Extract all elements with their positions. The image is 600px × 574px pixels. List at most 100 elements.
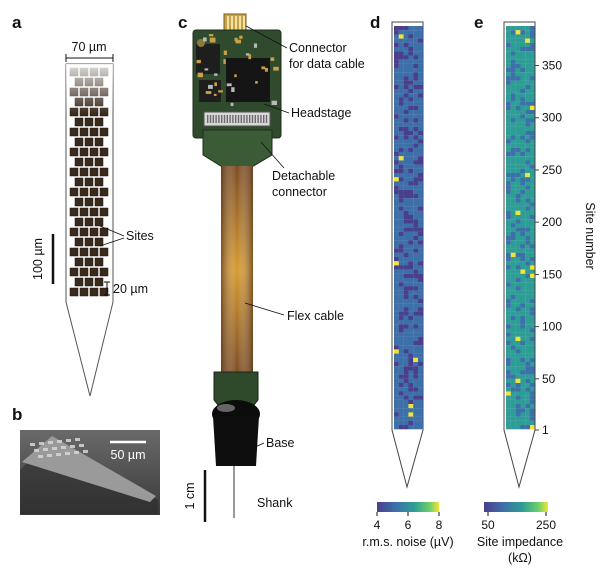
electrode-site (99, 127, 109, 137)
electrode-site (99, 147, 109, 157)
site-tick-0: 1 (542, 423, 549, 437)
detachable-label-2: connector (272, 185, 327, 199)
electrode-site (89, 147, 99, 157)
scale-label-1cm: 1 cm (183, 482, 197, 509)
impedance-colorbar-label-1: Site impedance (477, 535, 563, 549)
electrode-site (69, 227, 79, 237)
electrode-site (84, 217, 94, 227)
chip-main (226, 58, 270, 102)
electrode-site (79, 247, 89, 257)
noise-tick-1: 6 (405, 518, 412, 532)
electrode-site (94, 217, 104, 227)
panel-a: a 70 µm Sites 100 µm 20 µm (12, 13, 154, 397)
electrode-site (99, 267, 109, 277)
width-label: 70 µm (72, 40, 107, 54)
electrode-site (69, 167, 79, 177)
sites-label: Sites (126, 229, 154, 243)
electrode-site (74, 157, 84, 167)
electrode-site (84, 117, 94, 127)
base (213, 416, 259, 466)
connector-label-1: Connector (289, 41, 347, 55)
site-tick-4: 200 (542, 215, 562, 229)
headstage-label: Headstage (291, 106, 352, 120)
noise-map (394, 26, 423, 430)
noise-tick-2: 8 (436, 518, 443, 532)
detachable-label-1: Detachable (272, 169, 335, 183)
electrode-site (79, 147, 89, 157)
electrode-site (84, 277, 94, 287)
electrode-site (99, 167, 109, 177)
shank-label: Shank (257, 496, 293, 510)
electrode-site (99, 207, 109, 217)
electrode-site (69, 147, 79, 157)
flex-cable-label: Flex cable (287, 309, 344, 323)
panel-b: b 50 µm (12, 405, 160, 515)
electrode-site (74, 237, 84, 247)
electrode-site (79, 267, 89, 277)
impedance-tick-0: 50 (481, 518, 495, 532)
impedance-colorbar-label-2: (kΩ) (508, 551, 532, 565)
site-tick-3: 150 (542, 267, 562, 281)
electrode-site (69, 207, 79, 217)
electrode-site (79, 207, 89, 217)
electrode-site (74, 117, 84, 127)
electrode-site (94, 277, 104, 287)
electrode-site (69, 287, 79, 297)
electrode-site (84, 237, 94, 247)
sem-probe (22, 436, 156, 502)
electrode-site (99, 287, 109, 297)
pitch-label: 20 µm (113, 282, 148, 296)
electrode-site (94, 137, 104, 147)
panel-letter-a: a (12, 13, 22, 32)
electrode-site (89, 287, 99, 297)
electrode-site (69, 267, 79, 277)
electrode-site (74, 217, 84, 227)
electrode-site (84, 257, 94, 267)
electrode-site (84, 177, 94, 187)
electrode-site (79, 167, 89, 177)
electrode-site (94, 197, 104, 207)
electrode-site (79, 187, 89, 197)
electrode-site (94, 257, 104, 267)
electrode-site (89, 167, 99, 177)
site-tick-5: 250 (542, 163, 562, 177)
electrode-site (89, 227, 99, 237)
electrode-site (89, 187, 99, 197)
electrode-site (79, 127, 89, 137)
base-label: Base (266, 436, 295, 450)
impedance-colorbar (484, 502, 548, 512)
electrode-site (74, 197, 84, 207)
electrode-site (89, 267, 99, 277)
impedance-tick-1: 250 (536, 518, 556, 532)
electrode-site (74, 257, 84, 267)
electrode-site (84, 197, 94, 207)
panel-c: c Connector for data cable Headstage Det… (178, 13, 365, 522)
electrode-site (94, 117, 104, 127)
impedance-map (506, 26, 535, 430)
site-tick-7: 350 (542, 59, 562, 73)
site-tick-6: 300 (542, 111, 562, 125)
electrode-site (94, 177, 104, 187)
electrode-site (74, 277, 84, 287)
panel-letter-e: e (474, 13, 483, 32)
electrode-site (69, 247, 79, 257)
connector-label-2: for data cable (289, 57, 365, 71)
sites-pointer (99, 225, 125, 237)
electrode-site (99, 247, 109, 257)
electrode-site (89, 207, 99, 217)
panel-d: d 4 6 8 r.m.s. noise (µV) (362, 13, 453, 549)
scale-label-100um: 100 µm (31, 238, 45, 280)
electrode-site (94, 157, 104, 167)
electrode-site (79, 287, 89, 297)
flex-board-top (202, 129, 273, 169)
site-axis-label: Site number (583, 202, 597, 269)
site-tick-1: 50 (542, 372, 556, 386)
electrode-site (89, 247, 99, 257)
panel-letter-d: d (370, 13, 380, 32)
electrode-site (84, 137, 94, 147)
sem-scale-label: 50 µm (111, 448, 146, 462)
electrode-site (79, 227, 89, 237)
